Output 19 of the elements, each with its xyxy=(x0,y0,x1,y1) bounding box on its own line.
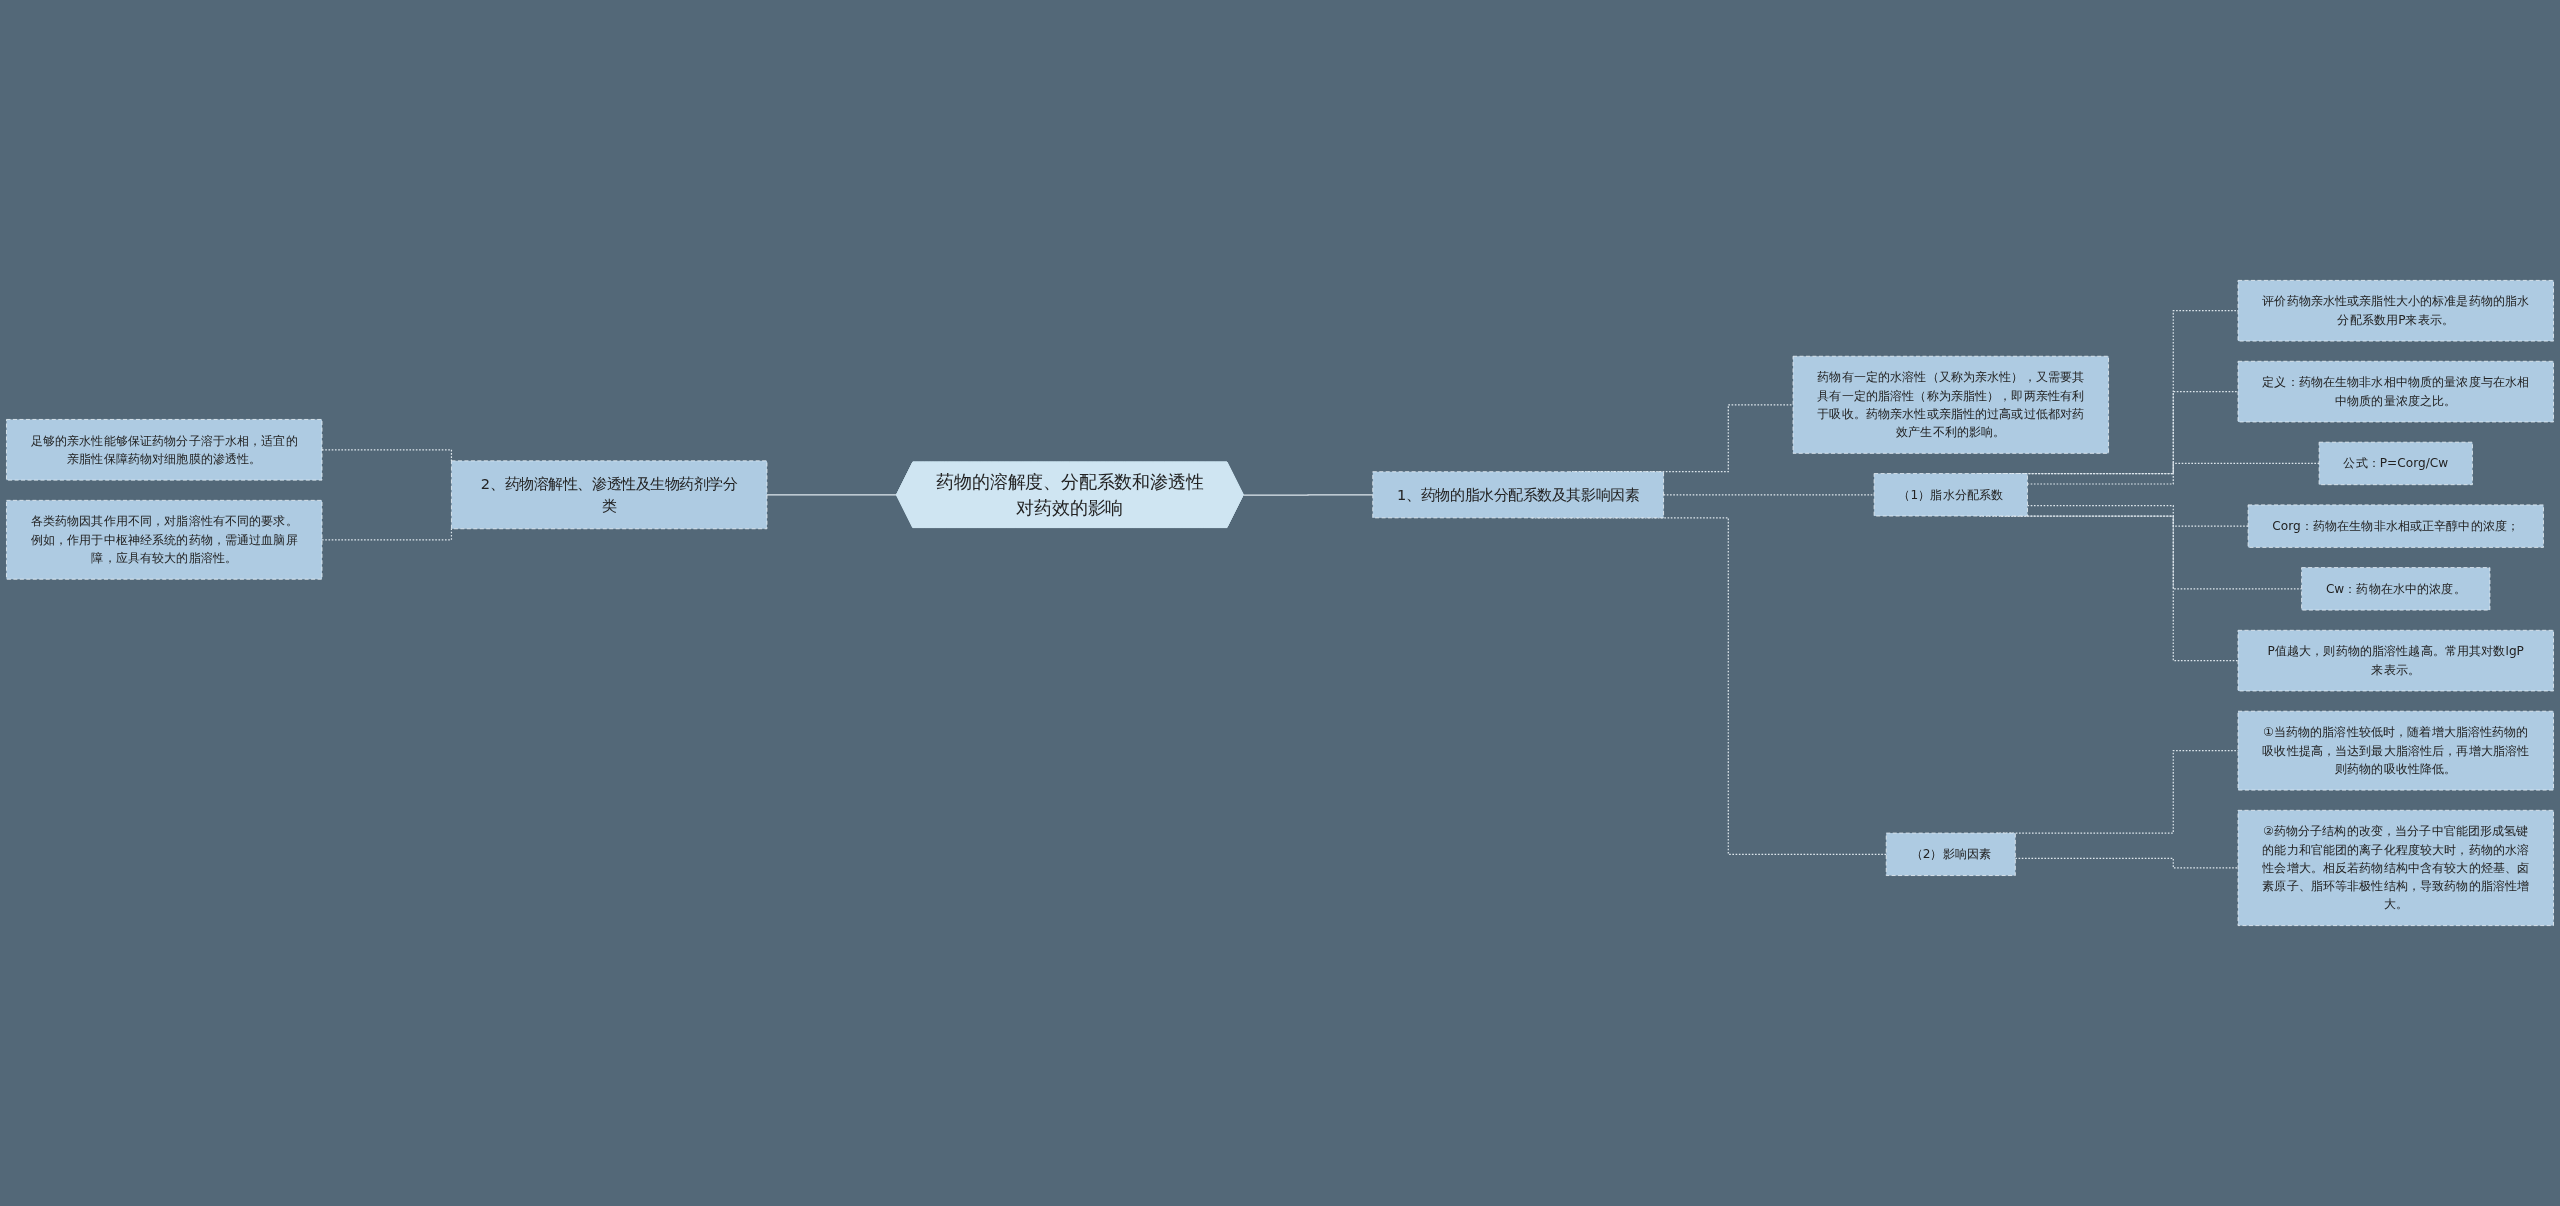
node-box: 2、药物溶解性、渗透性及生物药剂学分类 xyxy=(451,460,768,530)
node-box: P值越大，则药物的脂溶性越高。常用其对数lgP来表示。 xyxy=(2237,629,2554,692)
node-box: 评价药物亲水性或亲脂性大小的标准是药物的脂水分配系数用P来表示。 xyxy=(2237,280,2554,342)
node-box: 足够的亲水性能够保证药物分子溶于水相，适宜的亲脂性保障药物对细胞膜的渗透性。 xyxy=(6,419,323,481)
connector xyxy=(1662,494,1875,496)
node-box: Cw：药物在水中的浓度。 xyxy=(2301,567,2491,611)
connector xyxy=(2026,505,2249,527)
node-box: 1、药物的脂水分配系数及其影响因素 xyxy=(1372,471,1664,519)
node-box: 定义：药物在生物非水相中物质的量浓度与在水相中物质的量浓度之比。 xyxy=(2237,360,2554,423)
node-box: 公式：P=Corg/Cw xyxy=(2318,441,2473,486)
node-box: 各类药物因其作用不同，对脂溶性有不同的要求。例如，作用于中枢神经系统的药物，需通过血脑屏障，应具有较大的脂溶性。 xyxy=(6,499,323,580)
node-box: Corg：药物在生物非水相或正辛醇中的浓度； xyxy=(2247,504,2544,548)
node-box: ①当药物的脂溶性较低时，随着增大脂溶性药物的吸收性提高，当达到最大脂溶性后，再增大脂溶性则药物的吸收性降低。 xyxy=(2237,710,2554,791)
node-box: 药物有一定的水溶性（又称为亲水性），又需要其具有一定的脂溶性（称为亲脂性），即两亲性有利于吸收。药物亲水性或亲脂性的过高或过低都对药效产生不利的影响。 xyxy=(1792,355,2109,454)
node-box: （1）脂水分配系数 xyxy=(1873,473,2028,517)
connector xyxy=(766,494,898,496)
node-box: ②药物分子结构的改变，当分子中官能团形成氢键的能力和官能团的离子化程度较大时，药物的水溶性会增大。相反若药物结构中含有较大的烃基、卤素原子、脂环等非极性结构，导致药物的脂溶性增大。 xyxy=(2237,809,2554,926)
connector xyxy=(1243,494,1374,496)
node-box: （2）影响因素 xyxy=(1885,832,2016,876)
